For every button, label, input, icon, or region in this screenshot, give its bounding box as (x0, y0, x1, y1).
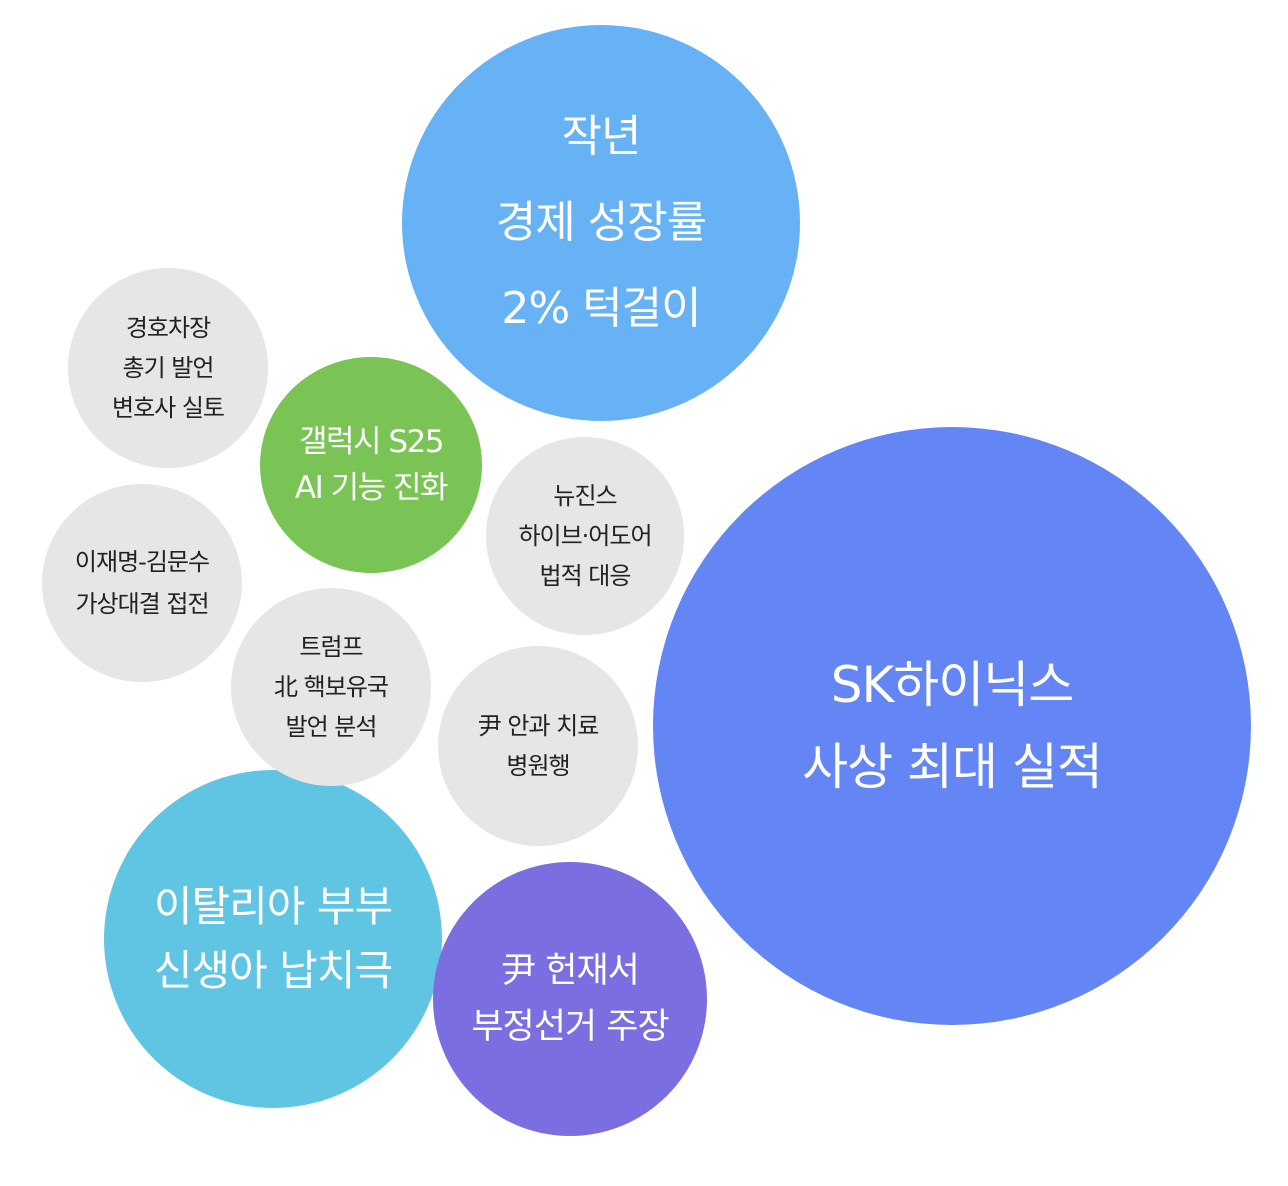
bubble-italy-couple-label: 이탈리아 부부 신생아 납치극 (153, 875, 393, 1003)
bubble-trump-nk-label: 트럼프 北 핵보유국 발언 분석 (274, 627, 389, 747)
bubble-label-line: 발언 분석 (285, 713, 378, 741)
bubble-newjeans-label: 뉴진스 하이브·어도어 법적 대응 (518, 476, 652, 596)
bubble-label-line: 병원행 (506, 752, 570, 780)
bubble-label-line: 北 핵보유국 (274, 673, 389, 701)
bubble-label-line: 尹 헌재서 (501, 951, 640, 991)
bubble-label-line: 가상대결 접전 (75, 590, 209, 618)
bubble-yoon-court[interactable]: 尹 헌재서 부정선거 주장 (433, 862, 707, 1136)
bubble-trump-nk[interactable]: 트럼프 北 핵보유국 발언 분석 (231, 588, 431, 786)
bubble-label-line: 하이브·어도어 (518, 522, 652, 550)
bubble-lee-kim[interactable]: 이재명-김문수 가상대결 접전 (42, 484, 242, 682)
bubble-newjeans[interactable]: 뉴진스 하이브·어도어 법적 대응 (486, 437, 684, 635)
bubble-label-line: 변호사 실토 (111, 394, 225, 422)
bubble-label-line: AI 기능 진화 (294, 470, 449, 506)
bubble-yoon-hospital[interactable]: 尹 안과 치료 병원행 (438, 646, 638, 846)
bubble-label-line: 이재명-김문수 (74, 548, 210, 576)
bubble-label-line: 법적 대응 (539, 562, 632, 590)
bubble-italy-couple[interactable]: 이탈리아 부부 신생아 납치극 (104, 770, 442, 1108)
bubble-label-line: 트럼프 (299, 633, 363, 661)
bubble-security-vice[interactable]: 경호차장 총기 발언 변호사 실토 (68, 268, 268, 468)
bubble-security-vice-label: 경호차장 총기 발언 변호사 실토 (111, 308, 225, 428)
bubble-lee-kim-label: 이재명-김문수 가상대결 접전 (74, 541, 210, 625)
bubble-label-line: 총기 발언 (122, 354, 215, 382)
bubble-yoon-court-label: 尹 헌재서 부정선거 주장 (471, 943, 669, 1055)
bubble-galaxy[interactable]: 갤럭시 S25 AI 기능 진화 (260, 357, 482, 573)
bubble-label-line: 경호차장 (125, 314, 211, 342)
bubble-label-line: 뉴진스 (553, 482, 617, 510)
bubble-label-line: 작년 (561, 111, 642, 162)
bubble-label-line: 이탈리아 부부 (153, 882, 393, 931)
bubble-label-line: 신생아 납치극 (153, 946, 393, 995)
bubble-yoon-hospital-label: 尹 안과 치료 병원행 (477, 706, 600, 786)
bubble-label-line: 尹 안과 치료 (477, 712, 600, 740)
bubble-economic-growth-label: 작년 경제 성장률 2% 턱걸이 (495, 94, 707, 352)
bubble-label-line: 사상 최대 실적 (802, 738, 1103, 796)
bubble-sk-hynix-label: SK하이닉스 사상 최대 실적 (802, 644, 1103, 808)
bubble-economic-growth[interactable]: 작년 경제 성장률 2% 턱걸이 (402, 25, 800, 421)
bubble-label-line: SK하이닉스 (830, 656, 1075, 714)
bubble-label-line: 갤럭시 S25 (298, 424, 445, 460)
bubble-label-line: 부정선거 주장 (471, 1007, 669, 1047)
bubble-label-line: 2% 턱걸이 (501, 283, 701, 334)
bubble-label-line: 경제 성장률 (495, 197, 707, 248)
bubble-galaxy-label: 갤럭시 S25 AI 기능 진화 (294, 419, 449, 511)
bubble-sk-hynix[interactable]: SK하이닉스 사상 최대 실적 (653, 427, 1251, 1025)
